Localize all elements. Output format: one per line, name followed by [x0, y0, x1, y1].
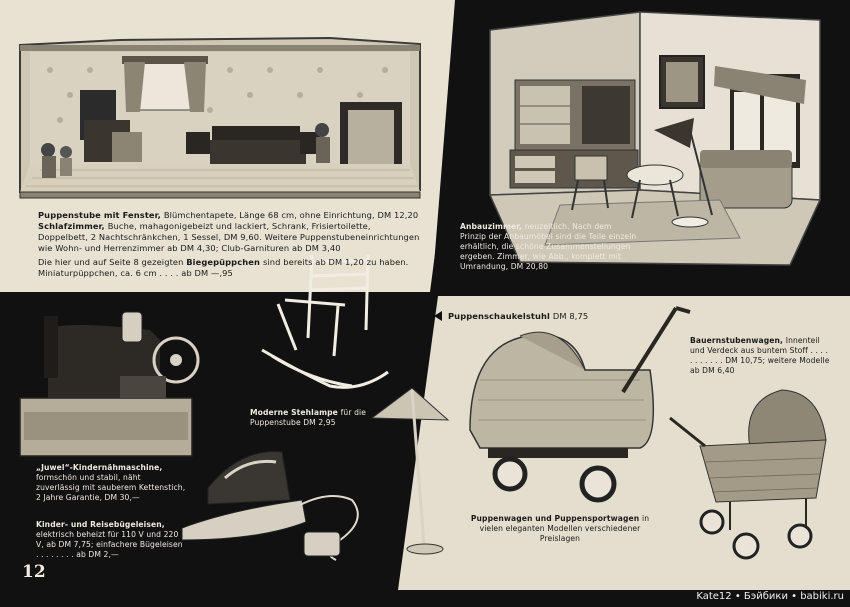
farmhouse-pram-description: Bauernstubenwagen, Innenteil und Verdeck… [690, 336, 830, 376]
doll-pram-title: Puppenwagen und Puppensportwagen [470, 514, 642, 523]
doll-pram-text: in vielen eleganten Modellen verschieden… [479, 514, 650, 543]
dollhouse-description: Puppenstube mit Fenster, Blümchentapete,… [38, 210, 420, 254]
floor-lamp-text: für die Puppenstube DM 2,95 [250, 408, 366, 427]
iron-description: Kinder- und Reisebügeleisen, elektrisch … [36, 520, 184, 560]
doll-pram-description: Puppenwagen und Puppensportwagen in viel… [470, 514, 650, 544]
bedroom-text: Buche, mahagonigebeizt und lackiert, Sch… [38, 221, 420, 253]
farmhouse-pram-title: Bauernstubenwagen, [690, 336, 786, 345]
sewing-machine-description: „Juwel“-Kindernähmaschine, formschön und… [36, 463, 186, 503]
floor-lamp-description: Moderne Stehlampe für die Puppenstube DM… [250, 408, 380, 428]
built-in-room-text: neuzeitlich. Nach dem Prinzip der Anbaum… [460, 222, 637, 271]
watermark: Kate12 • Бэйбики • babiki.ru [696, 591, 844, 602]
wicker-doll-pram-photo [469, 306, 691, 503]
arrow-left-icon [434, 311, 442, 321]
iron-title: Kinder- und Reisebügeleisen, [36, 520, 165, 529]
doll-text-2: sind bereits ab DM 1,20 zu haben. Miniat… [38, 257, 409, 278]
dollhouse-with-window-photo [19, 36, 421, 199]
farmhouse-doll-pram-photo [669, 389, 827, 560]
floor-lamp-photo [370, 387, 450, 555]
farmhouse-pram-text: Innenteil und Verdeck aus buntem Stoff .… [690, 336, 830, 375]
dollhouse-text: Blümchentapete, Länge 68 cm, ohne Einric… [163, 210, 419, 220]
page-number: 12 [22, 562, 46, 582]
doll-description: Die hier und auf Seite 8 gezeigten Biege… [38, 257, 420, 279]
electric-iron-photo [181, 451, 359, 561]
rocking-chair-photo [261, 254, 389, 389]
built-in-room-description: Anbauzimmer, neuzeitlich. Nach dem Prinz… [460, 222, 640, 272]
sewing-machine-title: „Juwel“-Kindernähmaschine, [36, 463, 163, 472]
built-in-room-title: Anbauzimmer, [460, 222, 525, 231]
sewing-machine-text: formschön und stabil, näht zuverlässig m… [36, 473, 186, 502]
bedroom-title: Schlafzimmer, [38, 221, 108, 231]
floor-lamp-title: Moderne Stehlampe [250, 408, 341, 417]
doll-text-1: Die hier und auf Seite 8 gezeigten [38, 257, 187, 267]
doll-title: Biegepüppchen [186, 257, 263, 267]
dollhouse-title: Puppenstube mit Fenster, [38, 210, 164, 220]
rocking-chair-caption: Puppenschaukelstuhl DM 8,75 [448, 311, 608, 322]
rocking-chair-title: Puppenschaukelstuhl [448, 311, 553, 321]
sewing-machine-photo [19, 311, 200, 457]
iron-text: elektrisch beheizt für 110 V und 220 V, … [36, 530, 183, 559]
built-in-room-photo [488, 11, 822, 266]
rocking-chair-price: DM 8,75 [552, 311, 589, 321]
